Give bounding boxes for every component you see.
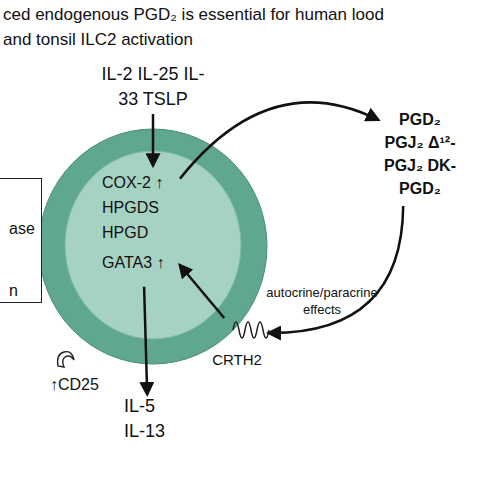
- cd25-receptor-symbol: [58, 352, 74, 367]
- arrow-connector: [180, 102, 378, 178]
- node-text: n: [9, 281, 43, 301]
- text-node: IL-5 IL-13: [124, 394, 182, 446]
- receptor-node: CRTH2: [205, 312, 269, 372]
- node-text: HPGD: [102, 222, 192, 244]
- node-text: IL-5 IL-13: [124, 394, 176, 444]
- title-text: ced endogenous PGD₂ is essential for hum…: [3, 2, 391, 52]
- inner-area: [65, 151, 241, 339]
- node-text: PGD₂ PGJ₂ Δ¹²-PGJ₂ DK-PGD₂: [378, 108, 462, 200]
- node-text: CRTH2: [205, 350, 269, 370]
- arrow-connector: [152, 114, 155, 165]
- arrow-connector: [180, 265, 224, 318]
- node-text: COX-2 ↑: [102, 172, 182, 194]
- text-node: GATA3 ↑: [100, 252, 180, 274]
- seven-transmembrane-coil: [233, 322, 269, 338]
- partial-box: ase n: [0, 178, 42, 303]
- cell-body: ↑CD25HPGDSHPGDCOX-2 ↑GATA3 ↑CRTH2: [38, 128, 268, 365]
- text-node: COX-2 ↑: [100, 172, 180, 194]
- node-text: ase: [9, 219, 43, 239]
- cell-nucleus-area: HPGDS HPGD COX-2 ↑ GATA3 ↑: [64, 150, 242, 340]
- edge-label: autocrine/paracrine effects: [266, 284, 378, 318]
- node-text: GATA3 ↑: [102, 252, 182, 274]
- arrow-connector: [269, 206, 403, 333]
- arrow-connector: [144, 287, 147, 394]
- node-text: IL-2 IL-25 IL-33 TSLP: [98, 62, 208, 112]
- text-node: PGD₂ PGJ₂ Δ¹²-PGJ₂ DK-PGD₂: [378, 108, 462, 206]
- text-node: IL-2 IL-25 IL-33 TSLP: [98, 62, 208, 114]
- node-text: HPGDS: [102, 197, 192, 219]
- node-text: ↑CD25: [50, 374, 120, 396]
